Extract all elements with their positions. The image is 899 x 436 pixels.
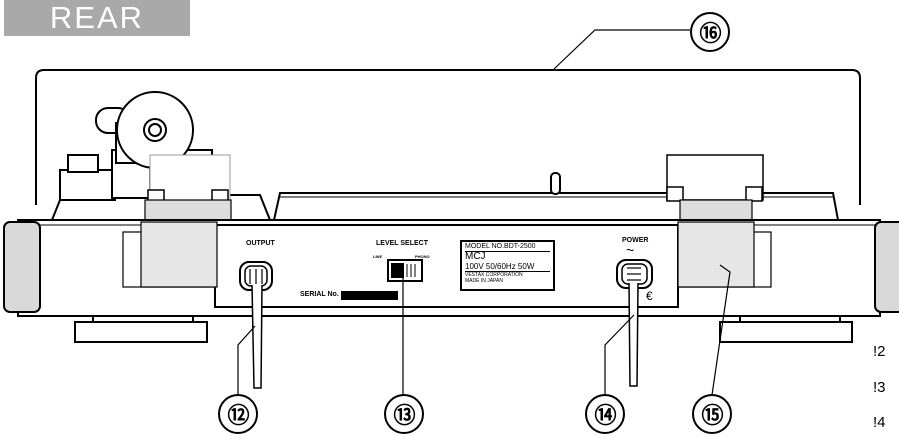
side-note-3: !4: [873, 414, 886, 431]
brand-code: MCJ: [465, 251, 486, 262]
output-label: OUTPUT: [246, 240, 275, 247]
level-select-switch: [387, 259, 423, 282]
spindle: [550, 172, 561, 195]
dust-cover: [35, 69, 861, 205]
rear-title-tab: REAR: [4, 0, 190, 36]
side-note-2: !3: [873, 379, 886, 396]
right-foot: [719, 315, 853, 343]
ce-mark: €: [646, 289, 653, 303]
rear-panel: [214, 224, 679, 308]
line-label: LINE: [373, 254, 383, 259]
callout-12: ⑫: [218, 394, 258, 434]
rating-nameplate: MODEL NO.BDT-2500 MCJ 100V 50/60Hz 50W V…: [460, 240, 555, 291]
right-hinge: [666, 154, 764, 223]
left-side-cap: [3, 221, 41, 313]
side-note-1: !2: [873, 343, 886, 360]
left-hinge: [144, 154, 232, 223]
level-select-label: LEVEL SELECT: [376, 240, 428, 247]
left-foot: [74, 315, 208, 343]
manufacturer: VESTAX CORPORATION: [465, 272, 523, 278]
output-socket: [239, 261, 273, 291]
callout-14: ⑭: [585, 394, 625, 434]
leader-line-14: [604, 314, 635, 395]
leader-line-16: [553, 29, 690, 70]
power-label: POWER: [622, 237, 649, 244]
country-of-origin: MADE IN JAPAN: [465, 278, 503, 284]
serial-label: SERIAL No.: [300, 291, 339, 298]
callout-16: ⑯: [690, 12, 730, 52]
output-cable: [251, 284, 263, 389]
right-side-cap: [874, 221, 899, 313]
callout-15: ⑮: [692, 394, 732, 434]
power-rating: 100V 50/60Hz 50W: [465, 262, 550, 272]
power-socket: [616, 259, 653, 289]
serial-number-field: [341, 291, 398, 300]
leader-line-15: [711, 264, 731, 396]
power-cable: [628, 282, 639, 387]
leader-line-12: [237, 325, 256, 395]
phono-label: PHONO: [415, 254, 430, 259]
callout-13: ⑬: [384, 394, 424, 434]
model-number: MODEL NO.BDT-2500: [465, 243, 550, 252]
ac-symbol: ~: [626, 242, 635, 258]
